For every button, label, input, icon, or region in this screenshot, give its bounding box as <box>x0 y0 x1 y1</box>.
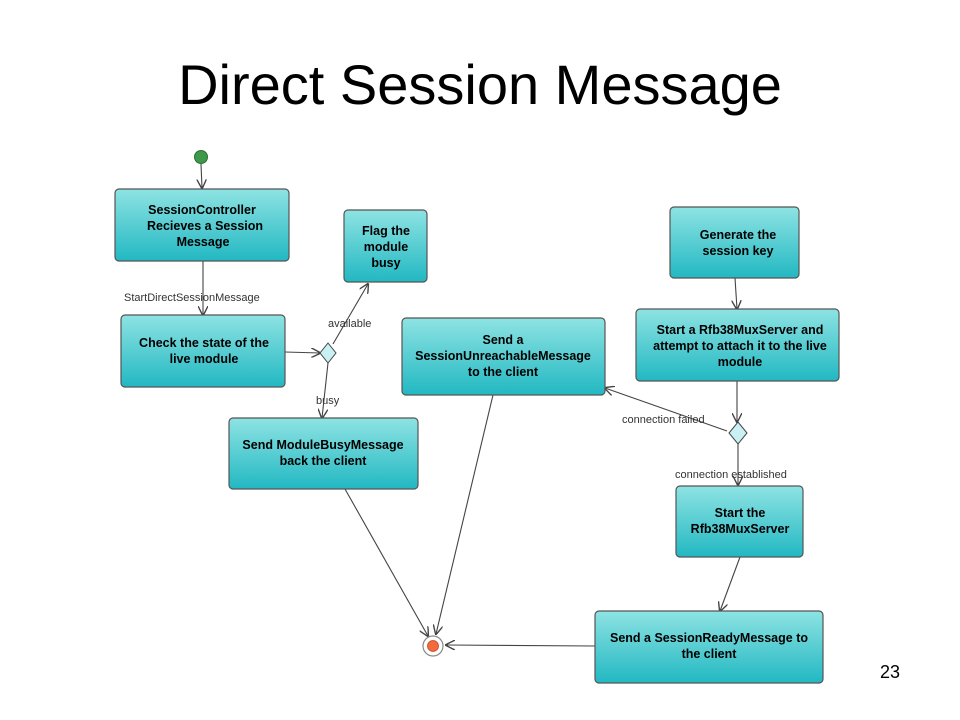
svg-text:Send ModuleBusyMessage: Send ModuleBusyMessage <box>242 438 403 452</box>
svg-text:Message: Message <box>177 235 230 249</box>
edge-label-connection-established: connection established <box>675 469 787 481</box>
edge-decision-to-busymsg <box>322 362 329 418</box>
node-send-session-unreachable: Send a SessionUnreachableMessage to the … <box>401 317 606 396</box>
node-start-mux-server: Start a Rfb38MuxServer and attempt to at… <box>635 308 840 382</box>
svg-text:Check the state of the: Check the state of the <box>139 336 269 350</box>
svg-text:back the client: back the client <box>280 454 368 468</box>
edge-label-connection-failed: connection failed <box>622 414 705 426</box>
svg-text:module: module <box>364 240 408 254</box>
svg-text:Start the: Start the <box>715 506 766 520</box>
edges <box>201 163 741 646</box>
svg-text:to the client: to the client <box>468 365 539 379</box>
edge-startrfb-to-ready <box>720 556 741 611</box>
decision-node-connection <box>728 421 748 445</box>
edge-genkey-to-startmux <box>735 277 737 309</box>
edge-busymsg-to-end <box>344 488 428 636</box>
svg-text:module: module <box>718 355 762 369</box>
node-generate-session-key: Generate the session key <box>669 206 800 279</box>
node-start-rfb-server: Start the Rfb38MuxServer <box>675 485 804 558</box>
svg-text:SessionUnreachableMessage: SessionUnreachableMessage <box>415 349 591 363</box>
svg-text:Recieves a Session: Recieves a Session <box>147 219 263 233</box>
edge-unreach-to-end <box>436 394 494 634</box>
svg-text:Flag the: Flag the <box>362 224 410 238</box>
svg-text:the client: the client <box>682 647 738 661</box>
node-check-state: Check the state of the live module <box>120 314 286 388</box>
decision-node-availability <box>319 342 337 364</box>
node-send-session-ready: Send a SessionReadyMessage to the client <box>594 610 824 684</box>
end-node <box>422 635 444 657</box>
page-number: 23 <box>879 662 900 682</box>
svg-text:busy: busy <box>371 256 400 270</box>
svg-text:live module: live module <box>170 352 239 366</box>
svg-text:Send a SessionReadyMessage to: Send a SessionReadyMessage to <box>610 631 808 645</box>
edge-check-to-decision <box>284 352 320 353</box>
edge-label-available: available <box>328 318 371 330</box>
svg-text:Start a Rfb38MuxServer and: Start a Rfb38MuxServer and <box>657 323 824 337</box>
node-session-controller-receives: SessionController Recieves a Session Mes… <box>114 188 290 262</box>
svg-text:attempt to attach it to the li: attempt to attach it to the live <box>653 339 827 353</box>
edge-label-start-direct: StartDirectSessionMessage <box>124 292 260 304</box>
edge-start-to-recv <box>201 163 202 188</box>
svg-text:Send a: Send a <box>483 333 525 347</box>
svg-text:Rfb38MuxServer: Rfb38MuxServer <box>691 522 790 536</box>
start-node <box>194 150 208 164</box>
svg-text:session key: session key <box>703 244 774 258</box>
edge-label-busy: busy <box>316 395 340 407</box>
edge-decision-to-unreach <box>605 388 728 432</box>
node-send-module-busy: Send ModuleBusyMessage back the client <box>228 417 419 490</box>
slide-title: Direct Session Message <box>178 53 782 116</box>
edge-decision-to-flag <box>332 284 368 345</box>
svg-text:Generate the: Generate the <box>700 228 776 242</box>
edge-ready-to-end <box>446 645 596 646</box>
svg-text:SessionController: SessionController <box>148 203 256 217</box>
node-flag-module-busy: Flag the module busy <box>343 209 428 283</box>
